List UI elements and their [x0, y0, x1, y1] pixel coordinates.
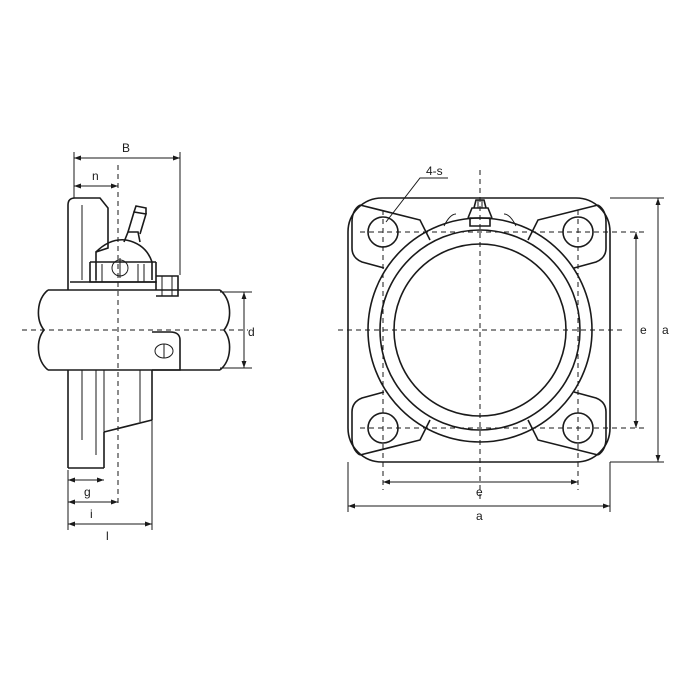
dimension-label-a-horizontal: a: [476, 509, 483, 523]
grease-nipple-side: [123, 205, 148, 243]
housing-flange: [67, 197, 109, 469]
dimension-label-g: g: [84, 485, 91, 499]
front-dimensions: [347, 177, 664, 512]
side-view: [22, 165, 248, 505]
housing-body: [103, 370, 153, 433]
leader-4s: [385, 177, 448, 223]
front-view: [338, 170, 646, 500]
dimension-label-n: n: [92, 169, 99, 183]
dimension-label-d: d: [248, 325, 255, 339]
dimension-label-a-vertical: a: [662, 323, 669, 337]
dimension-label-e-vertical: e: [640, 323, 647, 337]
dimension-label-e-horizontal: e: [476, 485, 483, 499]
grease-nipple-front: [443, 199, 517, 227]
dimension-label-l: l: [106, 529, 109, 543]
collar: [152, 275, 181, 371]
dimension-label-i: i: [90, 507, 93, 521]
side-dimensions: [67, 152, 252, 530]
dimension-label-B: B: [122, 141, 130, 155]
dimension-label-4-s: 4-s: [426, 164, 443, 178]
bearing-outer-ring: [379, 229, 581, 431]
bearing-insert: [70, 238, 157, 290]
